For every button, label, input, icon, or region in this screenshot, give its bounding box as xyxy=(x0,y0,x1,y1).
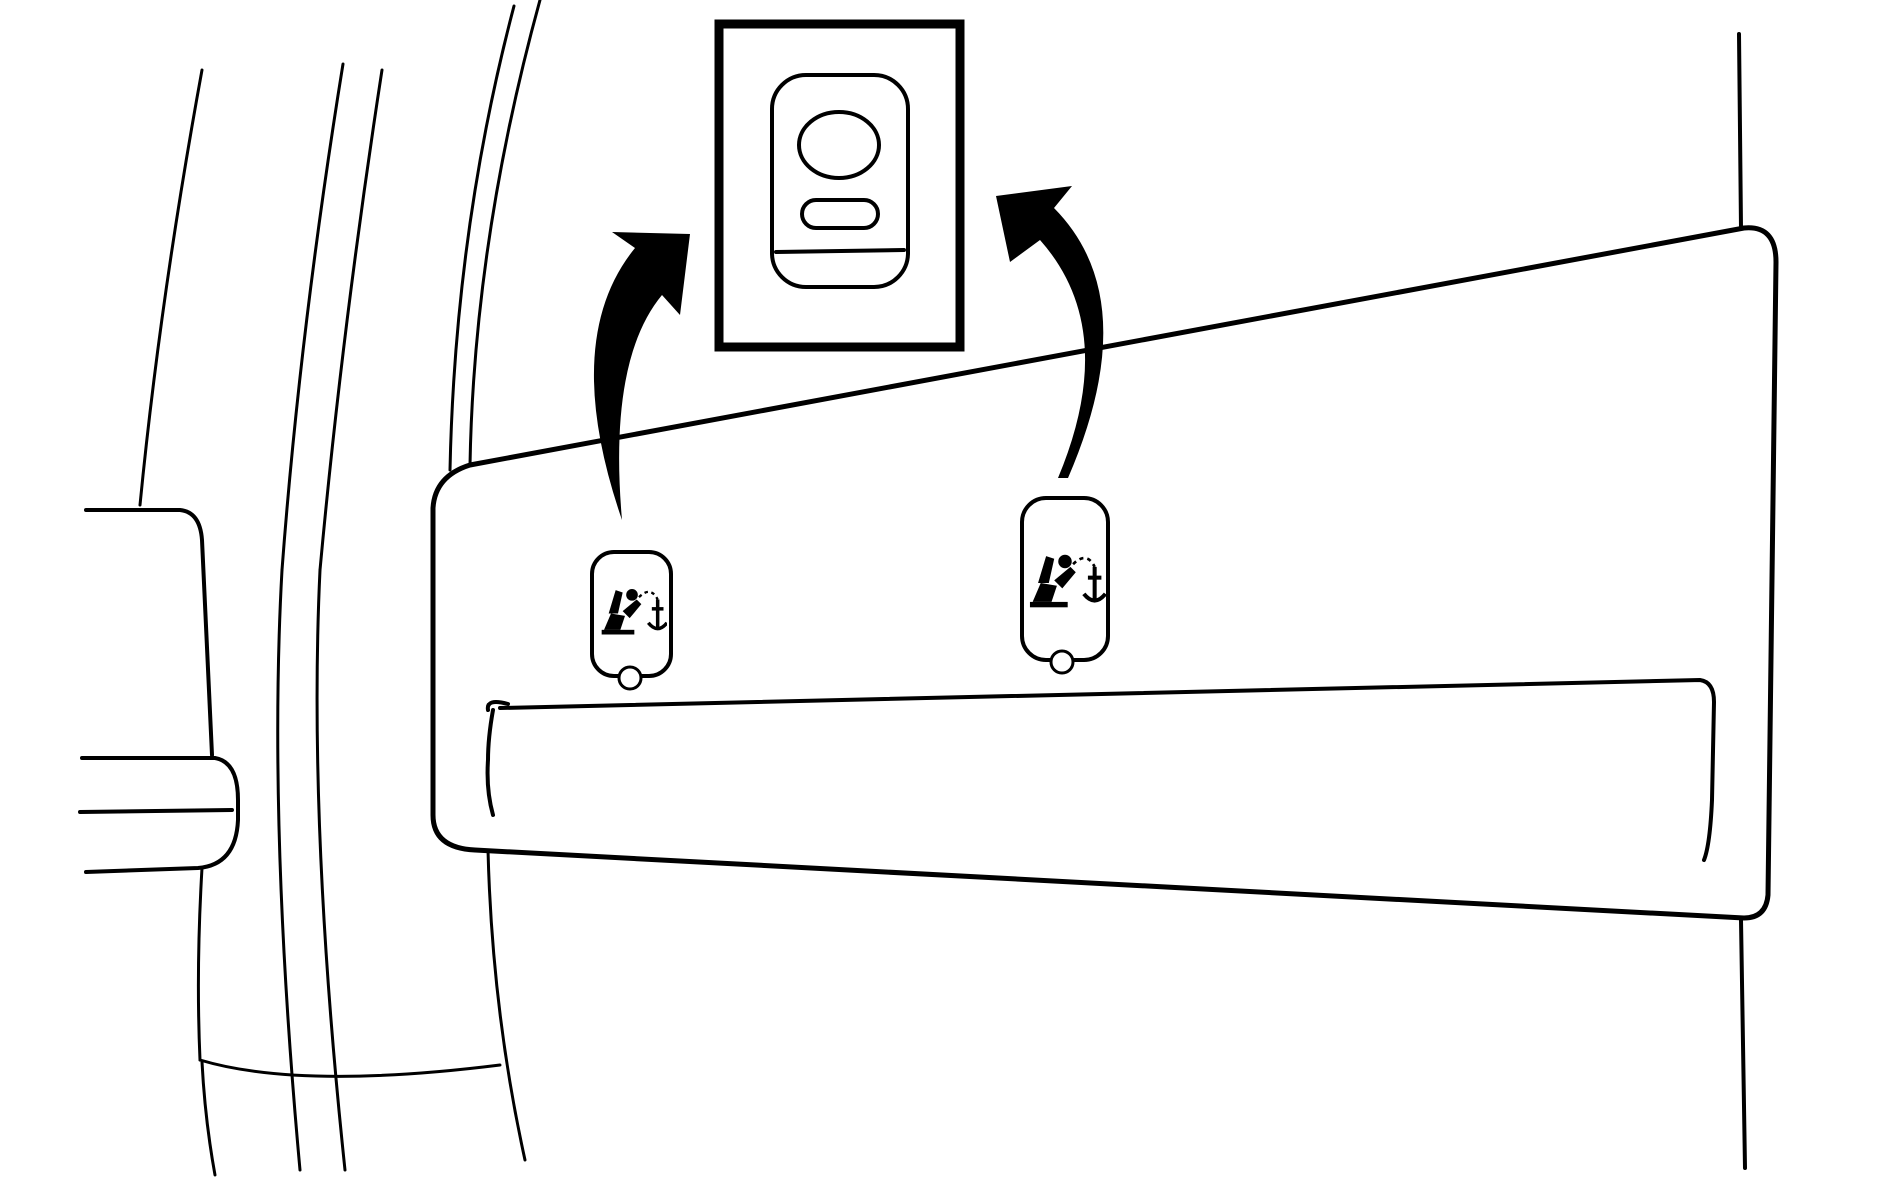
anchor-cover-zoom-view xyxy=(714,19,965,352)
right-anchor-marker xyxy=(1020,496,1110,675)
right-arrow-icon xyxy=(996,186,1104,478)
vehicle-pillar-lines xyxy=(138,0,542,1177)
seat-side-bolster xyxy=(78,508,240,1062)
right-door-pillar xyxy=(1737,32,1747,1170)
left-arrow-icon xyxy=(593,232,690,520)
left-anchor-marker xyxy=(590,550,673,691)
rear-trim-panel xyxy=(430,225,1779,921)
